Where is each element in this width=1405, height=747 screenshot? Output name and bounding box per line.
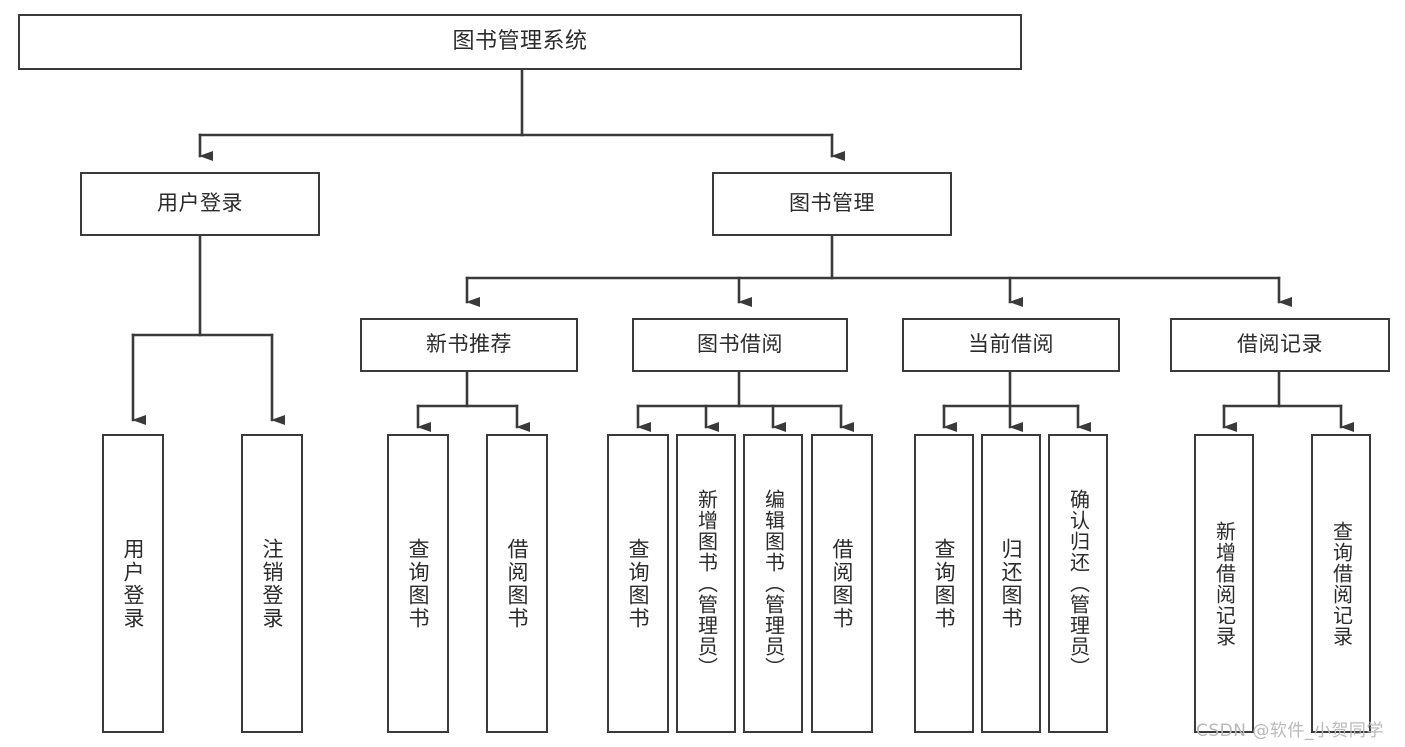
node-leaf-borrow-book-2-label: 借阅图书 [830, 537, 855, 630]
node-leaf-borrow-book-1-label: 借阅图书 [505, 537, 530, 630]
node-leaf-query-book-1[interactable]: 查询图书 [387, 434, 449, 733]
node-user-login-label: 用户登录 [157, 191, 243, 216]
node-leaf-user-login-label: 用户登录 [121, 537, 146, 630]
node-new-book-recommend-label: 新书推荐 [426, 332, 512, 357]
node-leaf-return-book-label: 归还图书 [999, 537, 1024, 630]
node-leaf-edit-book-label: 编辑图书（管理员） [761, 489, 786, 678]
node-root-label: 图书管理系统 [452, 28, 588, 54]
node-new-book-recommend[interactable]: 新书推荐 [360, 318, 578, 372]
node-leaf-confirm-return-label: 确认归还（管理员） [1066, 489, 1091, 678]
node-leaf-return-book[interactable]: 归还图书 [981, 434, 1041, 733]
node-leaf-query-book-2[interactable]: 查询图书 [607, 434, 669, 733]
node-leaf-borrow-book-1[interactable]: 借阅图书 [486, 434, 548, 733]
node-leaf-query-record-label: 查询借阅记录 [1329, 520, 1354, 647]
node-leaf-add-record[interactable]: 新增借阅记录 [1194, 434, 1254, 733]
node-book-manage-label: 图书管理 [789, 191, 875, 216]
node-leaf-borrow-book-2[interactable]: 借阅图书 [811, 434, 873, 733]
node-borrow-record[interactable]: 借阅记录 [1170, 318, 1390, 372]
node-borrow-record-label: 借阅记录 [1237, 332, 1323, 357]
node-leaf-logout-label: 注销登录 [260, 537, 285, 630]
node-user-login[interactable]: 用户登录 [80, 172, 320, 236]
node-current-borrow[interactable]: 当前借阅 [902, 318, 1120, 372]
node-book-borrow-label: 图书借阅 [697, 332, 783, 357]
node-current-borrow-label: 当前借阅 [968, 332, 1054, 357]
node-root[interactable]: 图书管理系统 [18, 14, 1022, 70]
node-leaf-query-book-1-label: 查询图书 [406, 537, 431, 630]
node-book-manage[interactable]: 图书管理 [712, 172, 952, 236]
node-leaf-query-record[interactable]: 查询借阅记录 [1311, 434, 1371, 733]
node-leaf-add-book-label: 新增图书（管理员） [694, 489, 719, 678]
node-leaf-add-book[interactable]: 新增图书（管理员） [676, 434, 736, 733]
node-leaf-edit-book[interactable]: 编辑图书（管理员） [743, 434, 803, 733]
node-leaf-confirm-return[interactable]: 确认归还（管理员） [1048, 434, 1108, 733]
node-leaf-logout[interactable]: 注销登录 [241, 434, 303, 733]
node-book-borrow[interactable]: 图书借阅 [632, 318, 848, 372]
node-leaf-query-book-3-label: 查询图书 [932, 537, 957, 630]
node-leaf-user-login[interactable]: 用户登录 [102, 434, 164, 733]
node-leaf-query-book-3[interactable]: 查询图书 [914, 434, 974, 733]
node-leaf-query-book-2-label: 查询图书 [626, 537, 651, 630]
node-leaf-add-record-label: 新增借阅记录 [1212, 520, 1237, 647]
